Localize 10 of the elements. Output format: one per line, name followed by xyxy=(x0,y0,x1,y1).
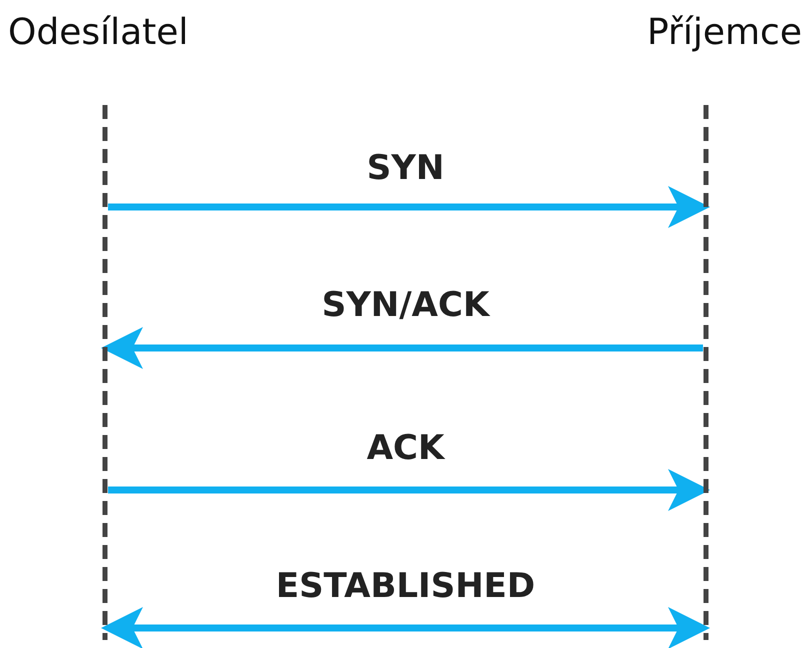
edge-label: ACK xyxy=(366,428,444,468)
arrow xyxy=(101,607,710,648)
participant-name: Příjemce xyxy=(646,12,802,53)
arrow xyxy=(108,186,710,228)
edge-label: SYN xyxy=(366,148,444,188)
arrow xyxy=(108,469,710,511)
participant-name: Odesílatel xyxy=(8,12,188,53)
edge-label: SYN/ACK xyxy=(322,285,490,325)
arrow xyxy=(101,327,703,369)
edge-label: ESTABLISHED xyxy=(276,566,536,606)
